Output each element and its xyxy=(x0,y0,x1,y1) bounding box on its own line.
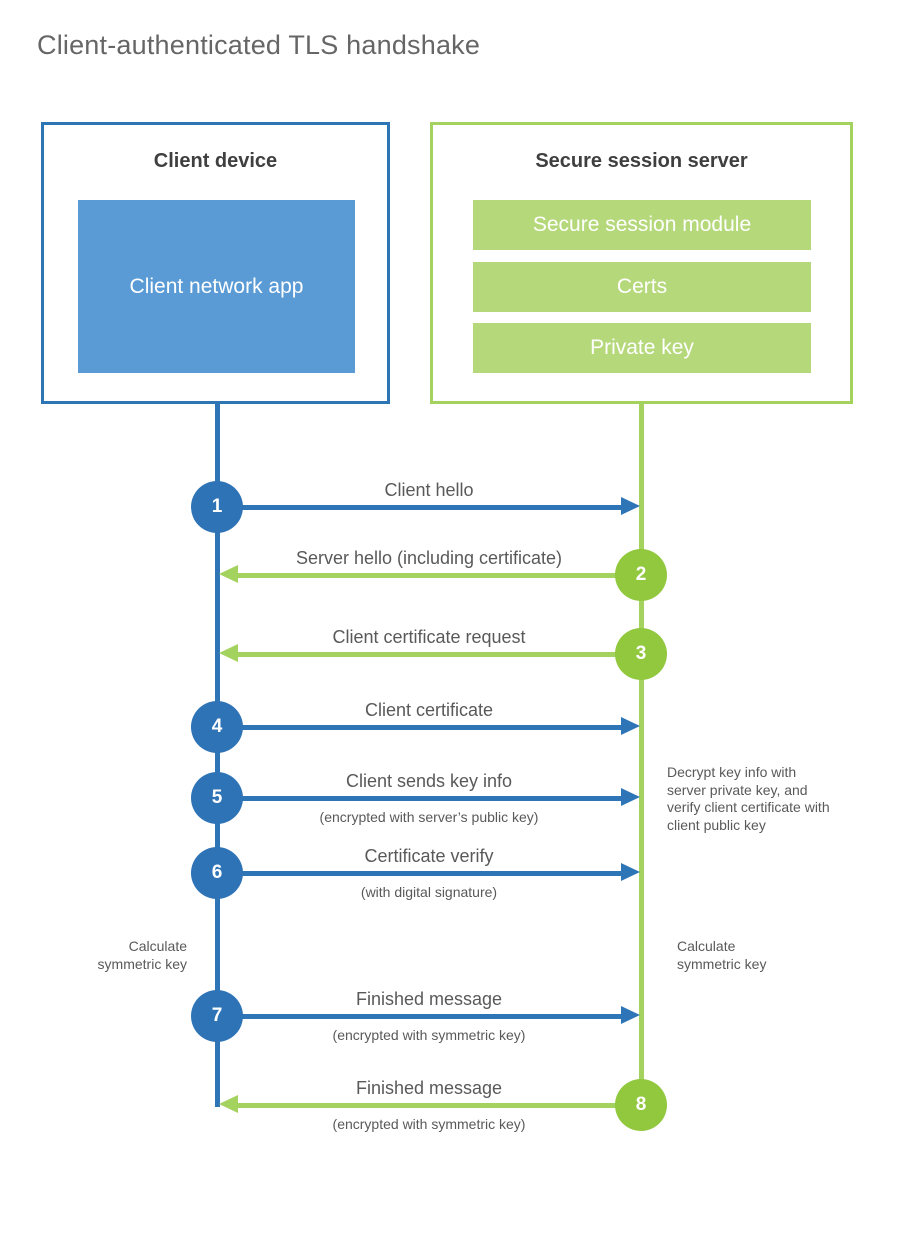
step-2-arrow xyxy=(238,573,641,578)
step-1-arrow xyxy=(217,505,621,510)
step-4-arrowhead-icon xyxy=(621,717,640,735)
step-2-label: Server hello (including certificate) xyxy=(295,548,563,568)
step-7-circle: 7 xyxy=(191,990,243,1042)
client-network-app-box: Client network app xyxy=(78,200,355,373)
server-module-bar: Secure session module xyxy=(473,200,811,250)
step-4-label: Client certificate xyxy=(364,700,494,720)
step-7-arrow xyxy=(217,1014,621,1019)
client-device-title: Client device xyxy=(153,150,278,172)
step-2-circle: 2 xyxy=(615,549,667,601)
step-5-label: Client sends key info xyxy=(345,771,513,791)
calculate-symmetric-key-client: Calculate symmetric key xyxy=(97,938,187,972)
step-6-arrow xyxy=(217,871,621,876)
step-3-circle: 3 xyxy=(615,628,667,680)
client-lifeline xyxy=(215,404,220,1107)
secure-session-server-title: Secure session server xyxy=(535,150,748,172)
step-5-circle: 5 xyxy=(191,772,243,824)
step-6-arrowhead-icon xyxy=(621,863,640,881)
step-2-arrowhead-icon xyxy=(219,565,238,583)
step-3-arrowhead-icon xyxy=(219,644,238,662)
decrypt-key-note: Decrypt key info with server private key… xyxy=(667,764,830,833)
step-8-label: Finished message xyxy=(355,1078,503,1098)
server-certs-bar: Certs xyxy=(473,262,811,312)
server-lifeline xyxy=(639,404,644,1107)
step-8-circle: 8 xyxy=(615,1079,667,1131)
step-1-circle: 1 xyxy=(191,481,243,533)
step-7-sublabel: (encrypted with symmetric key) xyxy=(332,1027,526,1043)
client-network-app-label: Client network app xyxy=(129,274,304,298)
step-1-arrowhead-icon xyxy=(621,497,640,515)
step-8-sublabel: (encrypted with symmetric key) xyxy=(332,1116,526,1132)
step-6-label: Certificate verify xyxy=(364,846,494,866)
secure-session-server-box: Secure session server Secure session mod… xyxy=(430,122,853,404)
step-3-label: Client certificate request xyxy=(332,627,526,647)
step-8-arrowhead-icon xyxy=(219,1095,238,1113)
step-4-arrow xyxy=(217,725,621,730)
step-8-arrow xyxy=(238,1103,641,1108)
client-device-box: Client device Client network app xyxy=(41,122,390,404)
step-5-arrowhead-icon xyxy=(621,788,640,806)
step-5-arrow xyxy=(217,796,621,801)
step-7-arrowhead-icon xyxy=(621,1006,640,1024)
step-7-label: Finished message xyxy=(355,989,503,1009)
step-4-circle: 4 xyxy=(191,701,243,753)
step-1-label: Client hello xyxy=(384,480,474,500)
step-3-arrow xyxy=(238,652,641,657)
page-title: Client-authenticated TLS handshake xyxy=(37,30,481,60)
step-5-sublabel: (encrypted with server’s public key) xyxy=(319,809,539,825)
step-6-sublabel: (with digital signature) xyxy=(360,884,498,900)
step-6-circle: 6 xyxy=(191,847,243,899)
server-private-key-bar: Private key xyxy=(473,323,811,373)
calculate-symmetric-key-server: Calculate symmetric key xyxy=(677,938,767,972)
